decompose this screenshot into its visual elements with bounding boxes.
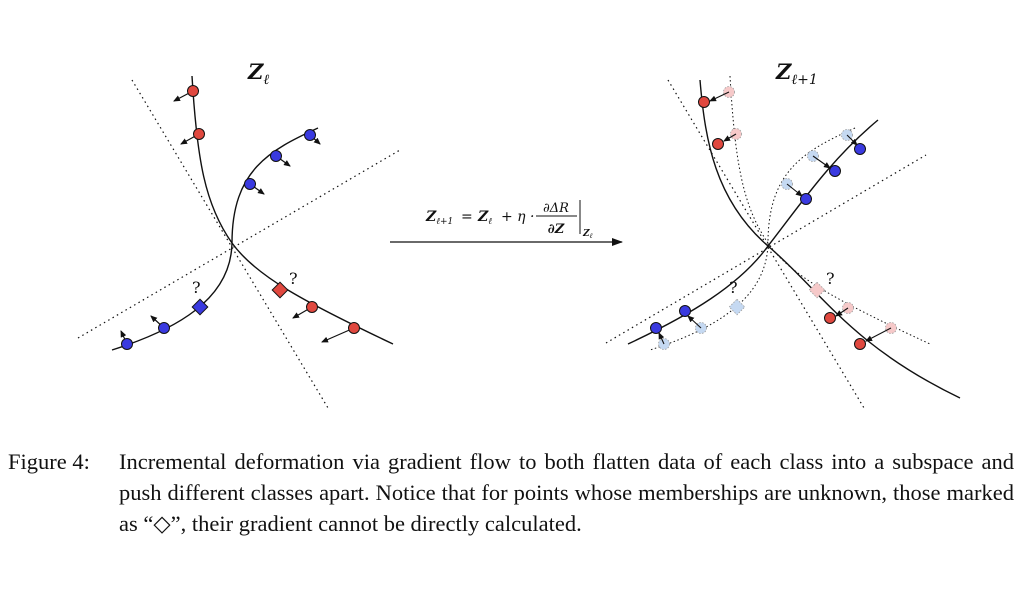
equation-denominator: ∂Z (548, 222, 565, 237)
equation-z: Zℓ (477, 209, 492, 227)
left-title: Zℓ (247, 59, 269, 88)
right-move-arrow (835, 307, 849, 317)
equation-plus-eta: + η · (501, 209, 534, 225)
left-blue-point (121, 338, 133, 350)
left-red-point (187, 85, 199, 97)
right-blue-point (679, 305, 691, 317)
left-unknown-diamond-red (271, 281, 289, 299)
right-move-arrow (786, 183, 803, 197)
right-move-arrow (812, 155, 831, 169)
left-question-mark-red: ? (289, 269, 298, 288)
right-blue-point (854, 143, 866, 155)
right-red-point (824, 312, 836, 324)
right-move-arrow (709, 91, 730, 102)
right-move-arrow (723, 133, 737, 142)
left-dotted-line-b (77, 149, 401, 339)
left-panel: ? ? Zℓ (77, 59, 401, 409)
right-title: Zℓ+1 (775, 59, 818, 88)
caption-label: Figure 4: (8, 449, 90, 474)
right-blue-class-curve (627, 119, 879, 345)
right-move-arrow (658, 332, 665, 345)
left-blue-point (270, 150, 282, 162)
right-move-arrow (846, 134, 858, 146)
right-red-point (712, 138, 724, 150)
right-blue-point (829, 165, 841, 177)
left-blue-point (304, 129, 316, 141)
right-blue-point (800, 193, 812, 205)
left-red-point (348, 322, 360, 334)
left-blue-point (244, 178, 256, 190)
left-red-point (193, 128, 205, 140)
right-panel: ? ? Zℓ+1 (605, 59, 961, 409)
gradient-flow-diagram: ? ? Zℓ Zℓ+1 = Zℓ + η · ∂ΔR ∂Z Zℓ (77, 59, 961, 409)
left-blue-point (158, 322, 170, 334)
right-question-mark-blue: ? (729, 278, 738, 297)
left-dotted-line-a (131, 79, 329, 409)
right-question-mark-red: ? (826, 269, 835, 288)
right-previous-red-curve (729, 75, 931, 345)
equation-lhs: Zℓ+1 (425, 209, 453, 227)
right-blue-point (650, 322, 662, 334)
equation-eval-subscript: Zℓ (582, 229, 593, 240)
right-move-arrow (865, 327, 892, 342)
left-blue-class-curve (111, 127, 319, 351)
right-red-point (854, 338, 866, 350)
left-unknown-diamond-blue (191, 298, 209, 316)
right-move-arrow (687, 315, 702, 329)
equation-equals: = (461, 209, 473, 225)
left-question-mark-blue: ? (192, 278, 201, 297)
caption-text: Incremental deformation via gradient flo… (119, 449, 1014, 536)
equation-numerator: ∂ΔR (543, 201, 569, 216)
right-red-point (698, 96, 710, 108)
left-red-class-curve (191, 75, 394, 345)
update-equation: Zℓ+1 = Zℓ + η · ∂ΔR ∂Z Zℓ (390, 200, 623, 246)
right-unknown-diamond-red (808, 281, 826, 299)
left-red-point (306, 301, 318, 313)
